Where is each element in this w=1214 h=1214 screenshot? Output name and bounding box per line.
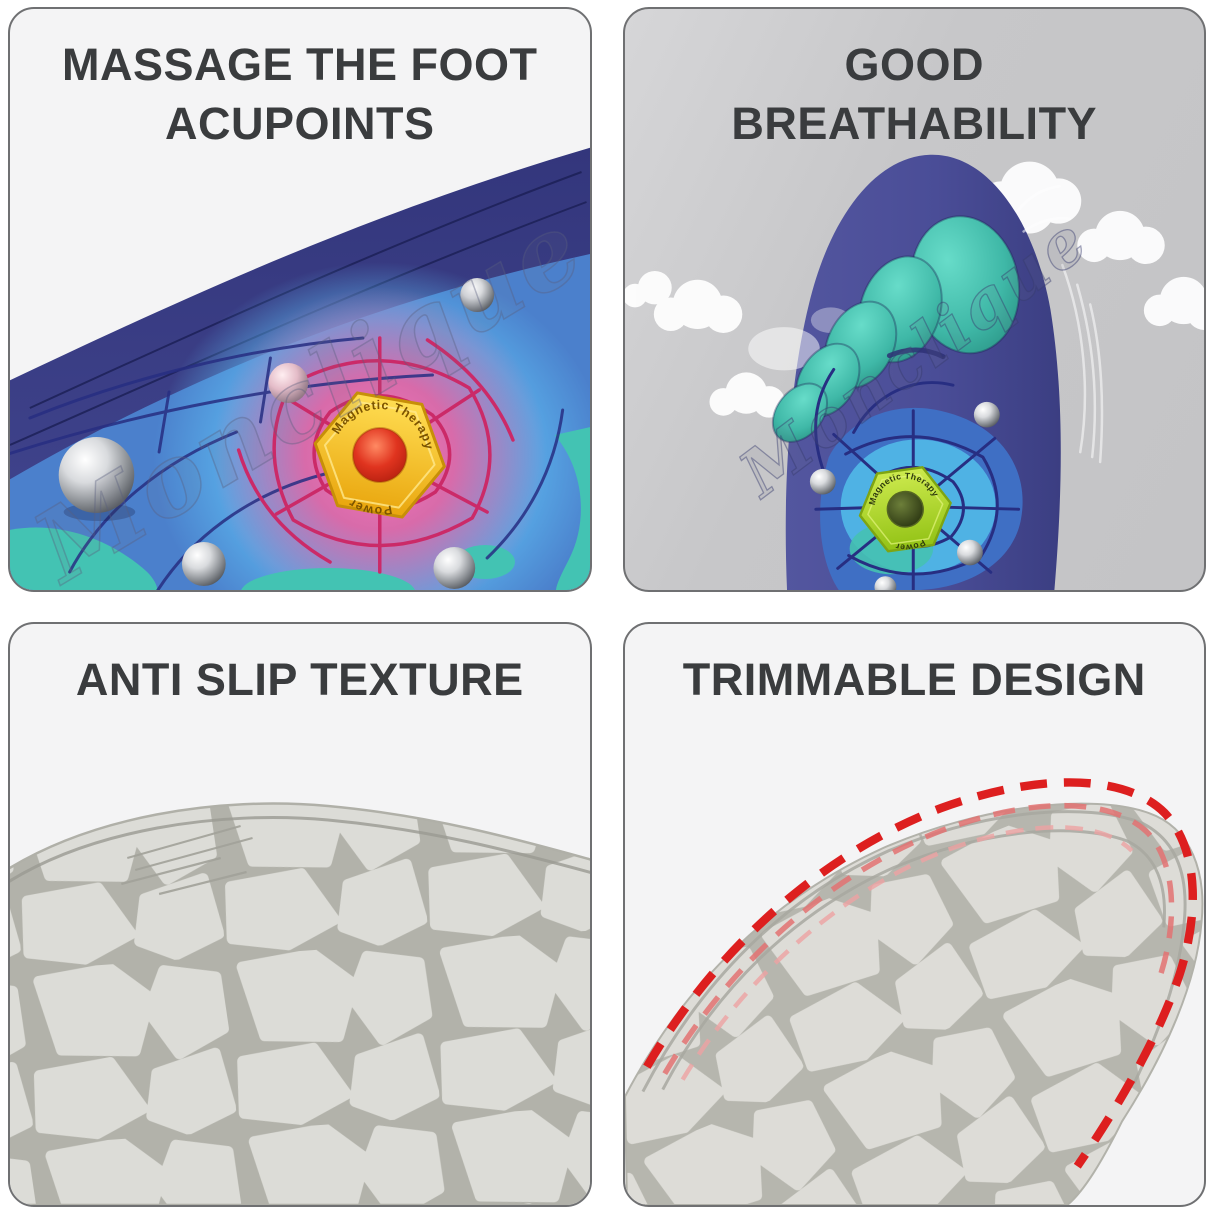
- panel-massage-acupoints: MASSAGE THE FOOT ACUPOINTS: [8, 7, 592, 592]
- panel-trimmable: TRIMMABLE DESIGN: [622, 622, 1206, 1207]
- magnetic-therapy-badge: Magnetic Therapy Power: [313, 389, 446, 521]
- panel-anti-slip-title-line: ANTI SLIP TEXTURE: [75, 654, 524, 705]
- edge-groove: [10, 816, 590, 883]
- badge-magnet-dot: [351, 427, 408, 483]
- airflow-lines: [1015, 185, 1103, 464]
- trimmable-insole-photo: [624, 778, 1203, 1205]
- panel-trimmable-title-line: TRIMMABLE DESIGN: [682, 654, 1146, 705]
- badge-magnet-dot: [886, 490, 924, 528]
- insole-toe-body: [624, 802, 1203, 1205]
- panel-breathability-title-line1: GOOD: [844, 39, 984, 90]
- panel-anti-slip-title: ANTI SLIP TEXTURE: [10, 624, 590, 709]
- panel-trimmable-title: TRIMMABLE DESIGN: [625, 624, 1205, 709]
- metal-ball-bearings: [58, 278, 495, 589]
- metal-ball-bearings: [809, 401, 1000, 590]
- sole-dome: [10, 802, 590, 1205]
- panel-massage-title: MASSAGE THE FOOT ACUPOINTS: [10, 9, 590, 154]
- panel-massage-title-line1: MASSAGE THE FOOT: [61, 39, 538, 90]
- panel-breathability-title: GOOD BREATHABILITY: [625, 9, 1205, 154]
- arch-swoosh-mark: [886, 347, 946, 360]
- panel-massage-title-line2: ACUPOINTS: [164, 98, 435, 150]
- panel-breathability: GOOD BREATHABILITY: [622, 7, 1206, 592]
- steam-wisps: [747, 307, 851, 371]
- trim-line-outer: [642, 778, 1197, 1169]
- acupressure-web-pattern-navy: [10, 336, 565, 590]
- toe-pads: [771, 215, 1020, 443]
- foot-insole-photo: Magnetic Therapy Power: [624, 154, 1204, 590]
- trim-cut-lines: [642, 778, 1197, 1169]
- panel-anti-slip: ANTI SLIP TEXTURE: [8, 622, 592, 1207]
- trim-line-inner: [680, 825, 1134, 1081]
- scratch-marks: [121, 824, 253, 896]
- insole-arch-closeup-photo: Magnetic Therapy Power: [10, 147, 590, 590]
- anti-slip-sole-photo: [10, 802, 590, 1205]
- panel-breathability-title-line2: BREATHABILITY: [731, 98, 1098, 150]
- trim-line-middle: [661, 802, 1174, 1076]
